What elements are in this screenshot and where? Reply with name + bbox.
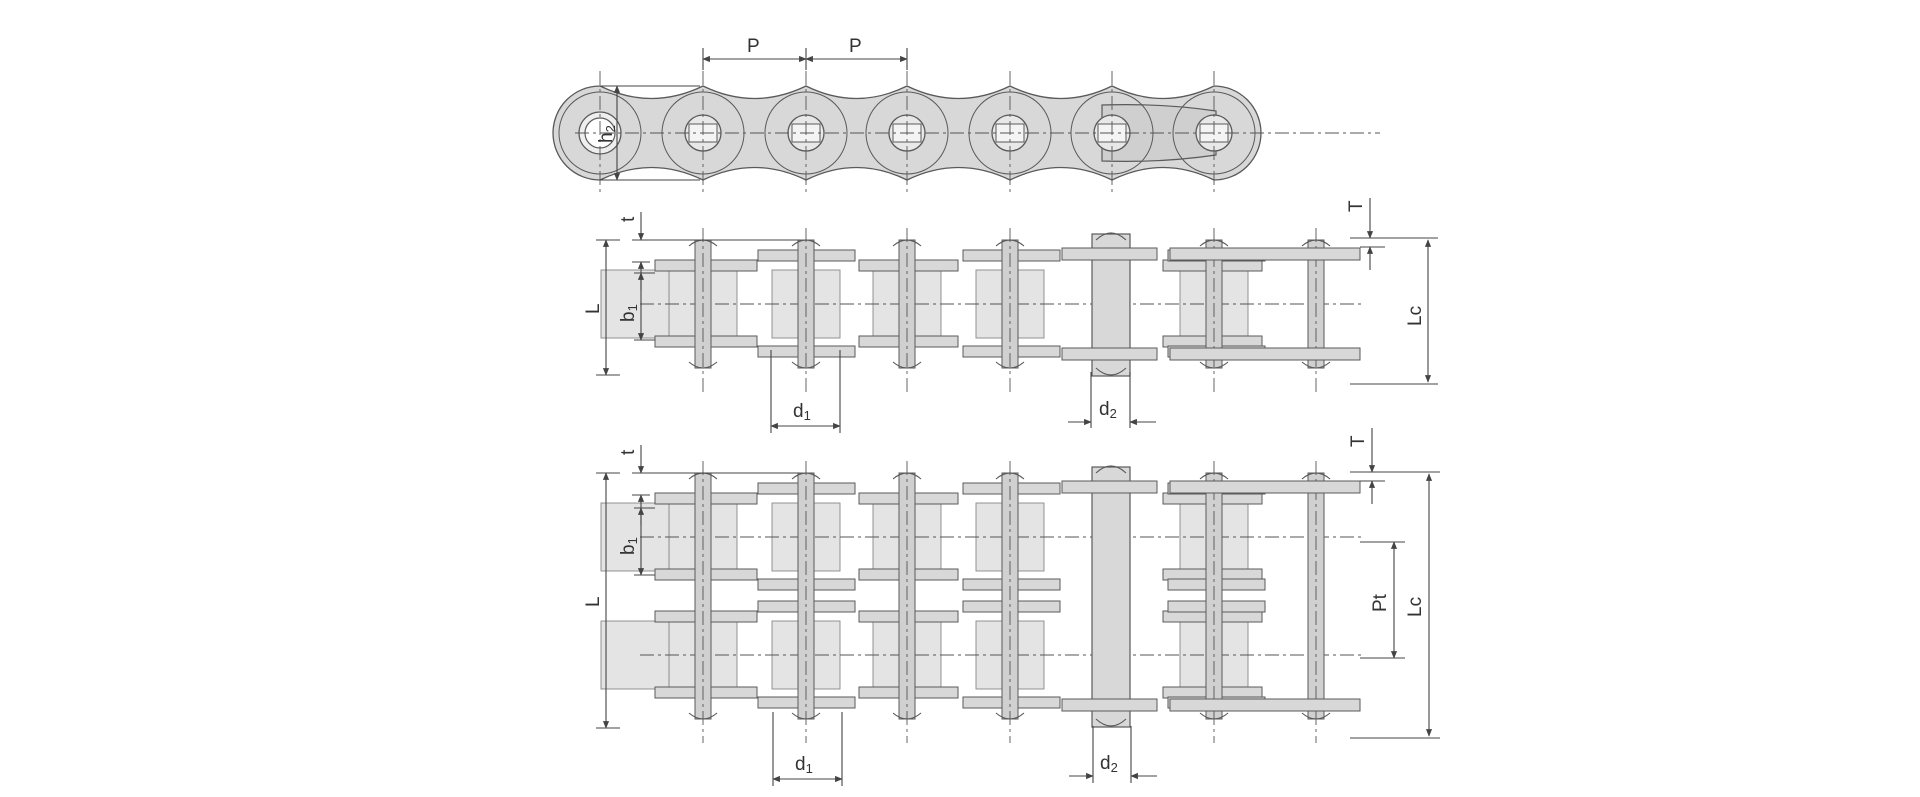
connecting-pin-tail [1095, 367, 1127, 376]
label-d1-simplex: d1 [793, 401, 811, 423]
duplex-top-view [600, 461, 1365, 743]
label-T-simplex: T [1346, 200, 1367, 212]
label-pitch-1: P [747, 36, 760, 57]
connecting-pin-tail [1095, 718, 1127, 727]
pin-rivet-bottom [791, 361, 821, 369]
label-T-duplex: T [1348, 435, 1369, 447]
pin-rivet-bottom [892, 361, 922, 369]
clip-plate [1169, 347, 1361, 361]
label-L-simplex: L [583, 303, 604, 314]
dimension-labels: P P h2 t b1 L T Lc d1 d2 t b1 L T Pt Lc … [583, 36, 1426, 776]
clip-plate [1169, 247, 1361, 261]
label-pitch-2: P [849, 36, 862, 57]
pin-rivet-bottom [1199, 361, 1229, 369]
label-Pt-duplex: Pt [1370, 593, 1391, 612]
label-L-duplex: L [583, 596, 604, 607]
connecting-pin-head [1095, 465, 1127, 474]
label-h2: h2 [596, 125, 618, 143]
label-b1-simplex: b1 [618, 304, 640, 322]
connecting-plate [1061, 480, 1158, 494]
pin-rivet-bottom [1301, 361, 1331, 369]
roller [600, 502, 670, 572]
label-Lc-duplex: Lc [1405, 597, 1426, 617]
label-Lc-simplex: Lc [1405, 306, 1426, 326]
connecting-plate [1061, 347, 1158, 361]
pin-rivet-bottom [995, 361, 1025, 369]
clip-plate [1169, 480, 1361, 494]
clip-plate [1169, 698, 1361, 712]
pin-rivet-bottom [688, 361, 718, 369]
connecting-pin [1091, 466, 1131, 728]
label-d2-simplex: d2 [1099, 399, 1117, 421]
simplex-top-view [600, 228, 1365, 392]
dimension-lines [596, 48, 1440, 786]
roller [600, 269, 670, 339]
label-t-duplex: t [618, 449, 639, 455]
roller [600, 620, 670, 690]
connecting-pin-head [1095, 232, 1127, 241]
connecting-plate [1061, 698, 1158, 712]
label-t-simplex: t [618, 216, 639, 222]
label-d1-duplex: d1 [795, 754, 813, 776]
connecting-plate [1061, 247, 1158, 261]
label-d2-duplex: d2 [1100, 753, 1118, 775]
side-view [552, 71, 1380, 195]
label-b1-duplex: b1 [618, 537, 640, 555]
